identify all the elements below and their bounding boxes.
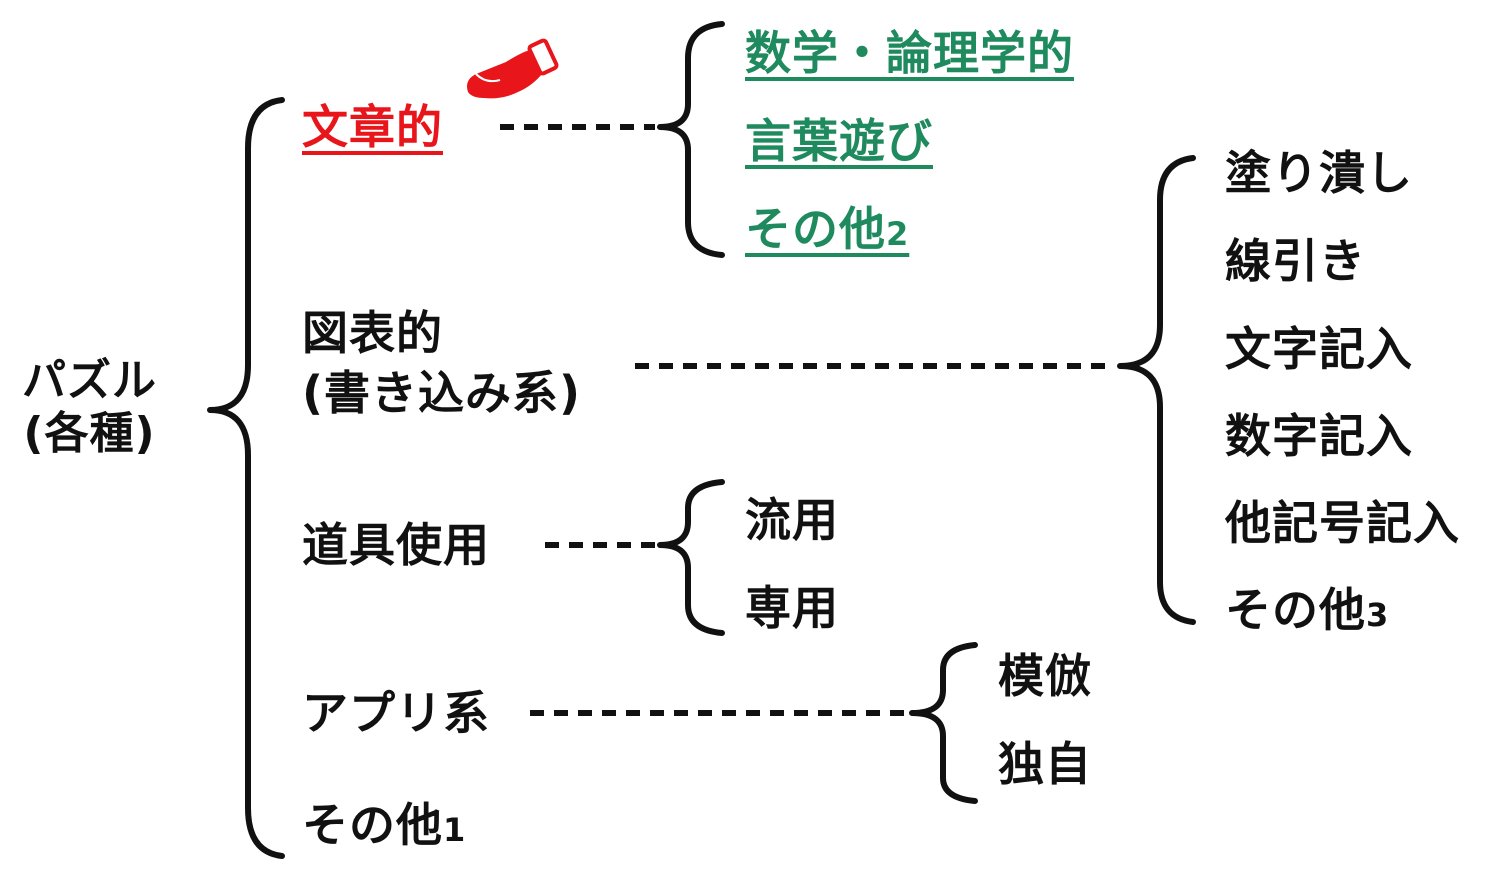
category-text[interactable]: 文章的 bbox=[302, 100, 443, 154]
child-imitation: 模倣 bbox=[998, 649, 1092, 703]
category-other-1-main: その他 bbox=[302, 798, 443, 852]
child-other-3: その他3 bbox=[1225, 587, 1389, 633]
child-symbol-entry: 他記号記入 bbox=[1225, 496, 1460, 550]
child-letter-entry: 文字記入 bbox=[1225, 322, 1413, 376]
category-diagram: 図表的 (書き込み系) bbox=[302, 304, 581, 424]
child-fill: 塗り潰し bbox=[1225, 146, 1413, 200]
root-label-line2: (各種) bbox=[23, 407, 156, 459]
child-other-3-sub: 3 bbox=[1366, 596, 1390, 634]
child-math-logic[interactable]: 数学・論理学的 bbox=[745, 26, 1074, 80]
child-line-draw: 線引き bbox=[1225, 234, 1366, 288]
brace-text-puzzles bbox=[657, 21, 725, 258]
category-diagram-line2: (書き込み系) bbox=[302, 365, 582, 420]
root-label: パズル (各種) bbox=[22, 355, 157, 461]
root-brace bbox=[207, 97, 285, 859]
root-label-line1: パズル bbox=[22, 355, 157, 406]
child-wordplay[interactable]: 言葉遊び bbox=[745, 114, 933, 168]
child-repurposed: 流用 bbox=[745, 493, 839, 547]
brace-diagram-puzzles bbox=[1117, 155, 1196, 625]
category-other-1: その他1 bbox=[302, 802, 466, 848]
child-original: 独自 bbox=[998, 737, 1092, 791]
category-tools: 道具使用 bbox=[302, 518, 490, 572]
brace-tool-puzzles bbox=[657, 479, 725, 636]
category-other-1-sub: 1 bbox=[443, 811, 467, 849]
child-other-2-main: その他 bbox=[745, 202, 886, 256]
child-dedicated: 専用 bbox=[745, 581, 839, 635]
category-diagram-line1: 図表的 bbox=[302, 306, 443, 360]
child-number-entry: 数字記入 bbox=[1225, 409, 1413, 463]
brace-app-puzzles bbox=[909, 642, 978, 804]
child-other-2[interactable]: その他2 bbox=[745, 206, 909, 252]
pointing-hand-icon bbox=[467, 38, 559, 99]
category-apps: アプリ系 bbox=[302, 686, 490, 740]
child-other-2-sub: 2 bbox=[886, 215, 910, 253]
child-other-3-main: その他 bbox=[1225, 583, 1366, 637]
